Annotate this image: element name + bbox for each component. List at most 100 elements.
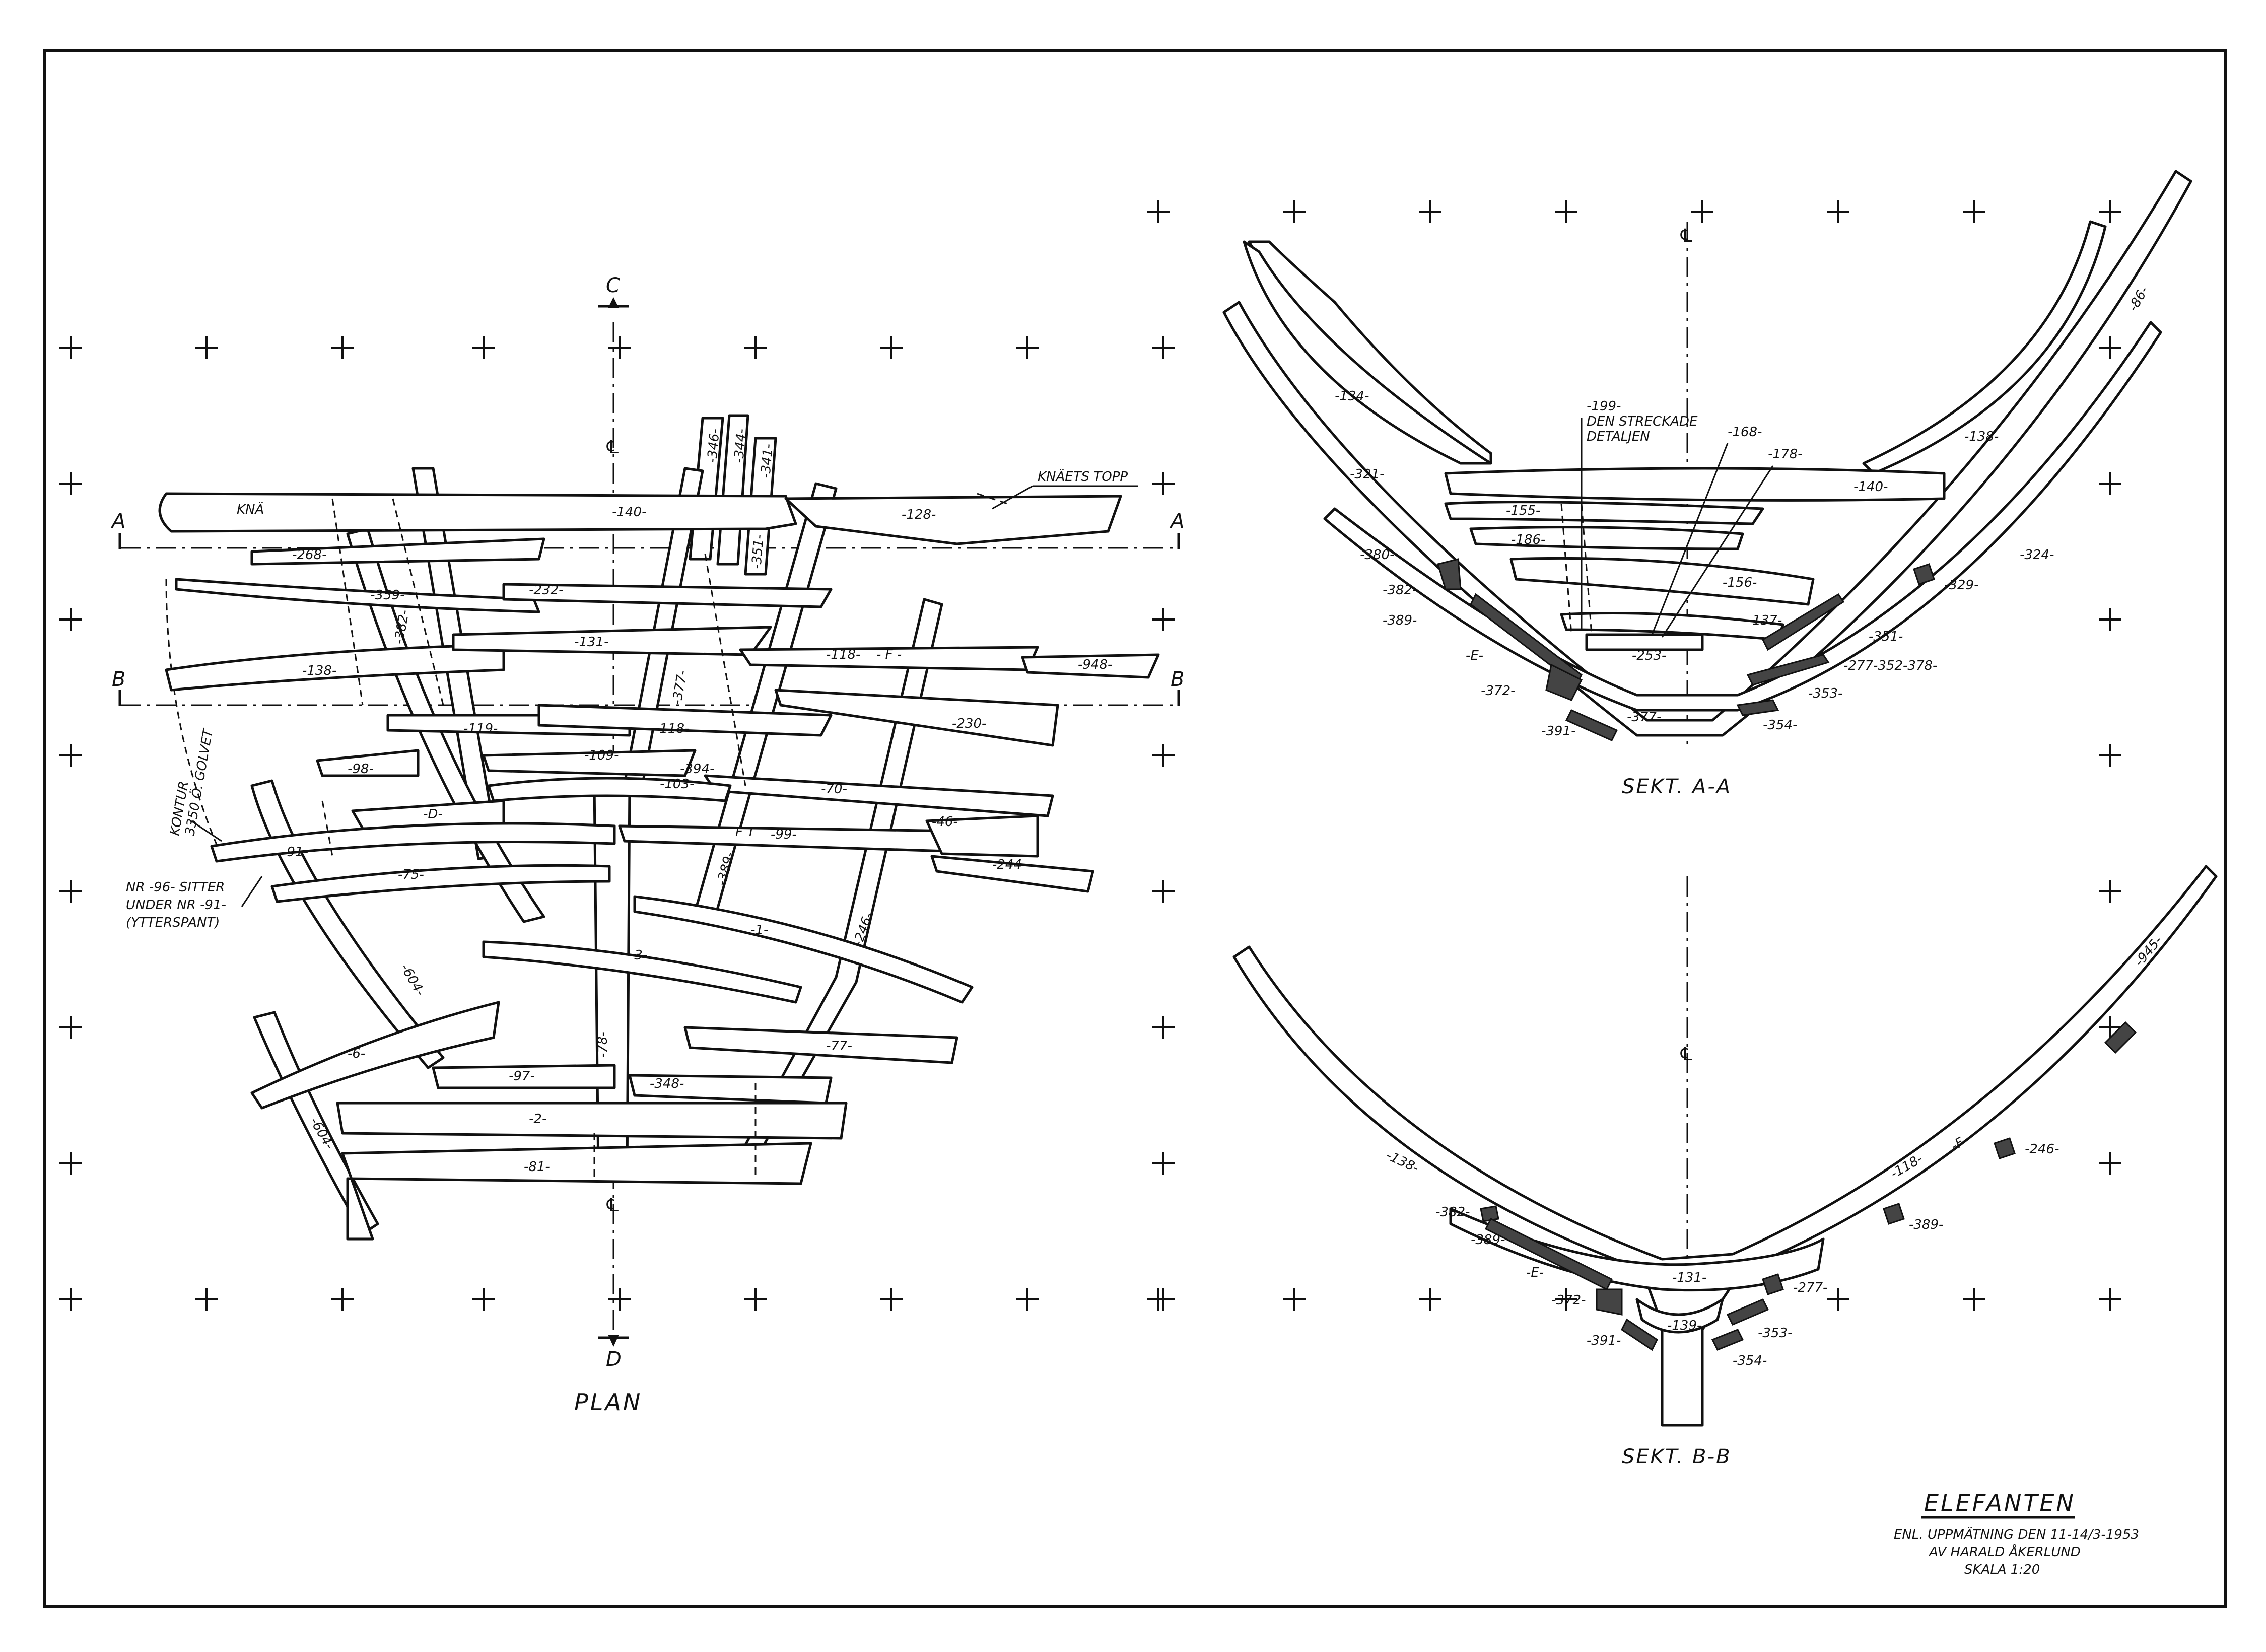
sec-a-377: -377- (1627, 710, 1661, 725)
marker-a-right: A (1169, 510, 1186, 533)
sec-a-filler-351 (1762, 593, 1845, 651)
note-ft: F T (735, 824, 756, 840)
sec-b-372: -372- (1551, 1293, 1586, 1308)
frame-81 (341, 1142, 812, 1241)
label-394: -394- (680, 762, 714, 777)
sec-a-155: -155- (1506, 503, 1540, 518)
marker-a-left: A (110, 510, 127, 533)
sec-a-186: -186- (1511, 532, 1545, 547)
sec-a-351: -351- (1869, 629, 1903, 644)
sec-a-filler-380 (1437, 558, 1462, 590)
label-103: -103- (660, 777, 694, 792)
note-nr96-2: UNDER NR -91- (126, 898, 226, 913)
frame-109 (482, 749, 697, 777)
label-46: -46- (932, 814, 958, 830)
sec-a-137: -137- (1748, 613, 1782, 628)
sec-b-131: -131- (1672, 1270, 1706, 1285)
label-99: -99- (771, 827, 797, 842)
label-98: -98- (348, 762, 374, 777)
marker-b-right: B (1171, 668, 1186, 691)
frame-46 (925, 814, 1039, 858)
label-81: -81- (524, 1159, 550, 1175)
sec-b-filler-277 (1762, 1273, 1784, 1295)
label-138: -138- (302, 663, 336, 678)
sec-a-277: -277-352-378- (1843, 658, 1937, 673)
sec-b-139: -139- (1667, 1318, 1701, 1333)
frame-138 (165, 643, 505, 692)
sec-a-filler-354 (1736, 699, 1779, 716)
label-77: -77- (826, 1039, 852, 1054)
sec-b-391: -391- (1587, 1333, 1621, 1348)
label-D: -D- (423, 807, 443, 822)
note-knaets-topp: KNÄETS TOPP (1038, 468, 1128, 485)
sec-a-382: -382- (1383, 583, 1417, 598)
label-118b: -118- (655, 721, 689, 736)
frame-244 (930, 855, 1094, 893)
label-118a: -118- (826, 647, 860, 662)
frame-77 (683, 1026, 958, 1064)
sec-a-filler-391 (1565, 709, 1618, 741)
title-line1: ENL. UPPMÄTNING DEN 11-14/3-1953 (1894, 1526, 2139, 1542)
sec-b-filler-246 (1994, 1137, 2016, 1159)
label-341: -341- (758, 443, 776, 479)
section-b-title: SEKT. B-B (1622, 1445, 1732, 1468)
section-a-text: ℄ -134- -138- -199- DEN STRECKADE DETALJ… (1335, 226, 2152, 798)
frame-232 (502, 583, 833, 608)
note-nr96-1: NR -96- SITTER (126, 880, 225, 895)
sec-a-168: -168- (1728, 425, 1762, 440)
sec-a-filler-353 (1746, 654, 1830, 686)
sec-b-E: -E- (1526, 1265, 1544, 1280)
centerline-mark-bottom: ℄ (606, 1195, 619, 1216)
label-351: -351- (749, 534, 767, 570)
frame-359 (175, 578, 540, 613)
sec-b-outer-hull (1232, 865, 2218, 1427)
label-75: -75- (398, 867, 424, 882)
frame-140 (158, 492, 797, 533)
sec-a-board-186 (1469, 526, 1744, 550)
sheet-border (43, 49, 2227, 1608)
sec-b-filler-372 (1596, 1288, 1623, 1316)
section-a-view (1222, 170, 2192, 745)
sec-b-centerline: ℄ (1680, 1044, 1692, 1065)
title-name: ELEFANTEN (1924, 1489, 2076, 1517)
sec-a-199-3: DETALJEN (1587, 429, 1650, 444)
sec-a-321: -321- (1350, 467, 1384, 482)
frame-97 (432, 1064, 616, 1089)
sec-a-filler-372 (1545, 663, 1583, 701)
label-346: -346- (705, 428, 723, 464)
marker-b-left: B (112, 668, 127, 691)
sec-a-353: -353- (1808, 686, 1842, 701)
section-b-view (1232, 865, 2218, 1427)
label-2: -2- (529, 1112, 546, 1127)
frame-1 (633, 895, 974, 1004)
sec-b-389: -389- (1471, 1232, 1505, 1248)
title-line2: AV HARALD ÅKERLUND (1928, 1544, 2081, 1560)
frame-3 (482, 940, 802, 1004)
sec-a-board-253 (1585, 633, 1704, 651)
sec-a-380: -380- (1360, 547, 1394, 563)
sec-b-filler-391 (1621, 1318, 1658, 1351)
sec-a-centerline: ℄ (1680, 226, 1692, 246)
frame-948 (1021, 653, 1160, 679)
sec-b-246: -246- (2025, 1142, 2059, 1157)
frame-91 (210, 822, 616, 863)
frame-103 (487, 777, 732, 802)
marker-c: C (606, 274, 622, 297)
label-119: -119- (463, 721, 498, 736)
sec-a-filler-329 (1913, 563, 1935, 585)
frame-75 (270, 864, 611, 903)
label-109: -109- (584, 748, 619, 763)
marker-d: D (606, 1348, 623, 1371)
sec-a-138: -138- (1964, 429, 1999, 444)
sec-a-134: -134- (1335, 389, 1369, 404)
frame-6 (250, 1001, 500, 1110)
title-block: ELEFANTEN ENL. UPPMÄTNING DEN 11-14/3-19… (1894, 1489, 2139, 1577)
sec-a-140: -140- (1853, 479, 1888, 495)
plan-view (118, 297, 1180, 1347)
label-91: -91- (282, 845, 308, 860)
sec-b-filler-353 (1726, 1298, 1769, 1326)
sec-a-253: -253- (1632, 648, 1666, 663)
centerline-mark-top: ℄ (606, 437, 619, 458)
sec-b-353: -353- (1758, 1326, 1792, 1341)
label-230: -230- (952, 716, 986, 731)
